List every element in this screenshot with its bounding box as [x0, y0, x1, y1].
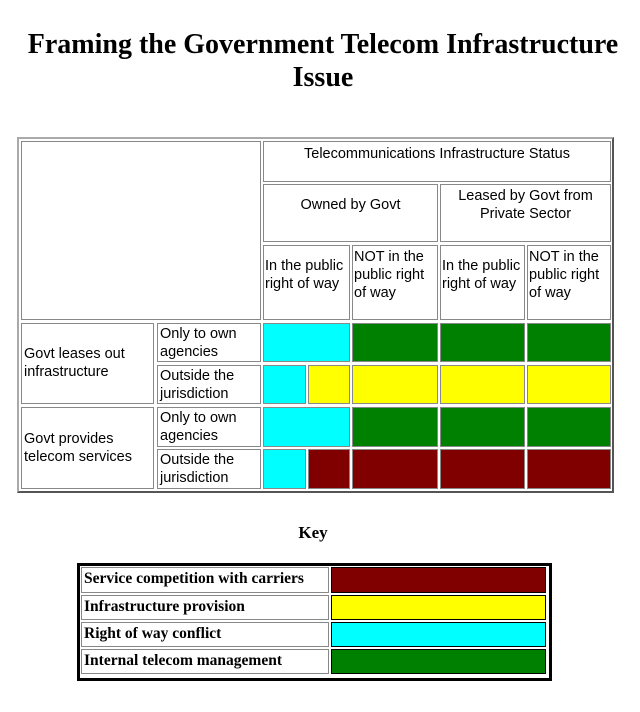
sub-header-leased-not: NOT in the public right of way — [527, 245, 611, 320]
sub-header-leased-in: In the public right of way — [440, 245, 525, 320]
key-label: Internal telecom management — [81, 649, 329, 674]
cell-infrastructure-provision — [440, 365, 525, 404]
scope-label: Outside the jurisdiction — [157, 449, 261, 489]
cell-right-of-way — [263, 365, 306, 404]
cell-right-of-way — [263, 449, 306, 489]
cell-infrastructure-provision — [352, 365, 438, 404]
key-label: Right of way conflict — [81, 622, 329, 647]
empty-corner-cell — [21, 141, 261, 320]
cell-service-competition — [352, 449, 438, 489]
key-swatch-infrastructure — [331, 595, 546, 620]
sub-header-owned-not: NOT in the public right of way — [352, 245, 438, 320]
framing-table — [17, 137, 614, 493]
key-title: Key — [298, 523, 328, 542]
key-label: Service competition with carriers — [81, 567, 329, 593]
cell-service-competition — [527, 449, 611, 489]
cell-infrastructure-provision — [308, 365, 350, 404]
cell-service-competition — [440, 449, 525, 489]
page-title: Framing the Government Telecom Infrastru… — [27, 29, 619, 93]
key-swatch-internal — [331, 649, 546, 674]
key-swatch-right-of-way — [331, 622, 546, 647]
cell-infrastructure-provision — [527, 365, 611, 404]
key-label: Infrastructure provision — [81, 595, 329, 620]
key-table — [77, 563, 552, 681]
cell-internal-management — [352, 323, 438, 362]
owned-header: Owned by Govt — [263, 184, 438, 242]
scope-label: Only to own agencies — [157, 407, 261, 447]
cell-internal-management — [440, 323, 525, 362]
scope-label: Outside the jurisdiction — [157, 365, 261, 404]
group-label-provides: Govt provides telecom services — [21, 407, 154, 489]
scope-label: Only to own agencies — [157, 323, 261, 362]
sub-header-owned-in: In the public right of way — [263, 245, 350, 320]
cell-service-competition — [308, 449, 350, 489]
cell-internal-management — [352, 407, 438, 447]
cell-right-of-way — [263, 323, 350, 362]
cell-right-of-way — [263, 407, 350, 447]
cell-internal-management — [527, 407, 611, 447]
cell-internal-management — [440, 407, 525, 447]
leased-header: Leased by Govt from Private Sector — [440, 184, 611, 242]
group-label-leases: Govt leases out infrastructure — [21, 323, 154, 404]
cell-internal-management — [527, 323, 611, 362]
status-header: Telecommunications Infrastructure Status — [263, 141, 611, 182]
key-swatch-service — [331, 567, 546, 593]
